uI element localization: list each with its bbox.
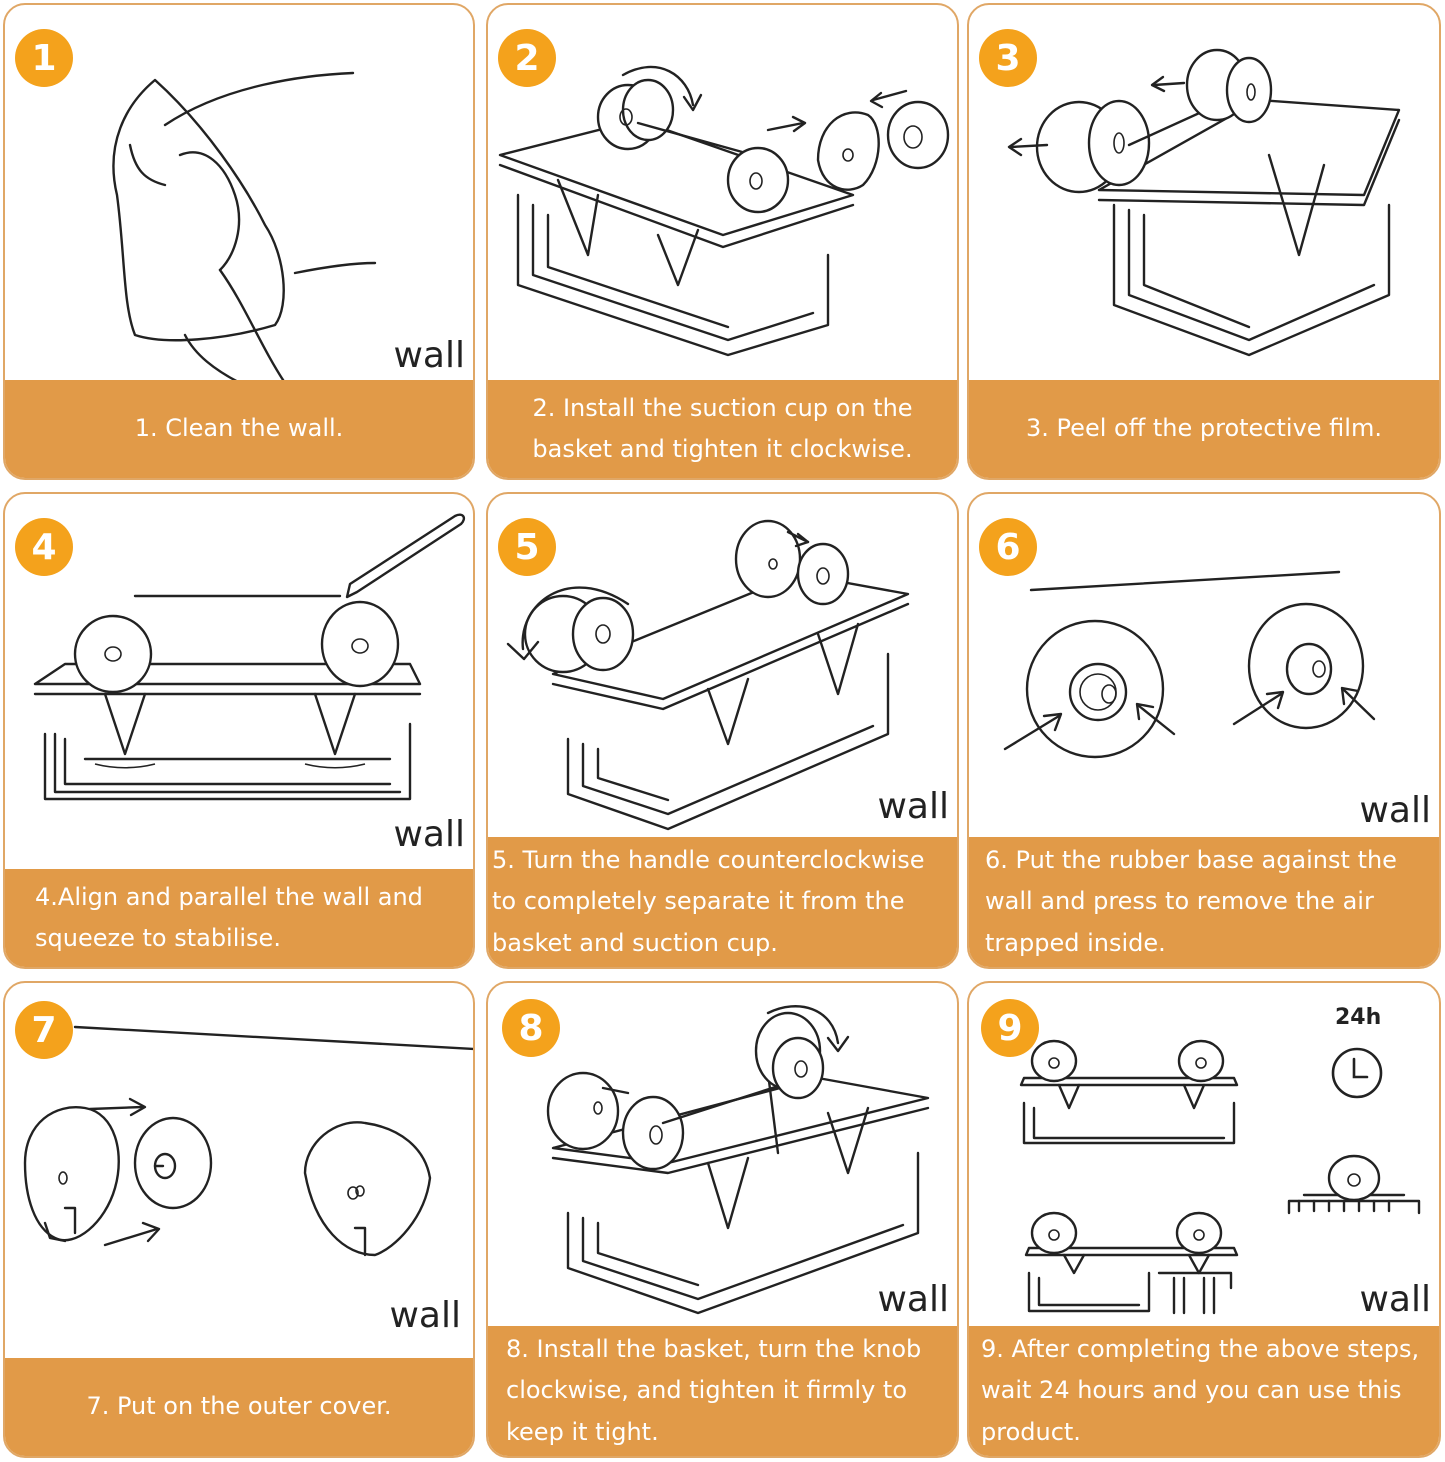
step-card-4: 4 wall 4.Align and parallel the wall and… (3, 492, 475, 969)
clean-wall-illustration (5, 5, 473, 385)
step-card-2: 2 2. Install the suction cup on the bask… (486, 3, 959, 480)
step-number-badge: 9 (981, 999, 1039, 1057)
step-caption: 3. Peel off the protective film. (969, 380, 1439, 478)
step-number-badge: 3 (979, 29, 1037, 87)
step-number-badge: 4 (15, 518, 73, 576)
step-card-9: 9 24h wall 9. After completing the above… (967, 981, 1441, 1458)
wall-label: wall (393, 335, 465, 376)
wall-label: wall (877, 786, 949, 827)
peel-film-illustration (969, 5, 1439, 385)
outer-cover-illustration (5, 983, 473, 1361)
step-caption: 9. After completing the above steps, wai… (969, 1326, 1439, 1456)
step-number-badge: 5 (498, 518, 556, 576)
clock-icon (1329, 1045, 1385, 1105)
step-card-5: 5 wall 5. Turn the handle counterclockwi… (486, 492, 959, 969)
wall-label: wall (393, 814, 465, 855)
align-parallel-illustration (5, 494, 473, 874)
step-caption: 6. Put the rubber base against the wall … (969, 837, 1439, 967)
step-caption: 2. Install the suction cup on the basket… (488, 380, 957, 478)
step-number-badge: 8 (502, 999, 560, 1057)
clock-label: 24h (1335, 1005, 1382, 1030)
wall-label: wall (1359, 1279, 1431, 1320)
step-number-badge: 1 (15, 29, 73, 87)
wall-label: wall (1359, 790, 1431, 831)
wait-and-use-illustration (969, 983, 1439, 1328)
step-number-badge: 6 (979, 518, 1037, 576)
step-caption: 8. Install the basket, turn the knob clo… (488, 1326, 957, 1456)
step-caption: 5. Turn the handle counterclockwise to c… (488, 837, 957, 967)
wall-label: wall (389, 1295, 461, 1336)
separate-handle-illustration (488, 494, 957, 839)
install-basket-illustration (488, 983, 957, 1323)
step-caption: 7. Put on the outer cover. (5, 1358, 473, 1456)
step-card-6: 6 wall 6. Put the rubber base against th… (967, 492, 1441, 969)
step-card-3: 3 3. Peel off the protective film. (967, 3, 1441, 480)
press-rubber-base-illustration (969, 494, 1439, 839)
step-caption: 4.Align and parallel the wall and squeez… (5, 869, 473, 967)
step-card-7: 7 wall 7. Put on the outer cover. (3, 981, 475, 1458)
step-card-1: 1 wall 1. Clean the wall. (3, 3, 475, 480)
step-caption: 1. Clean the wall. (5, 380, 473, 478)
step-number-badge: 7 (15, 1001, 73, 1059)
install-suction-cup-illustration (488, 5, 957, 385)
step-number-badge: 2 (498, 29, 556, 87)
wall-label: wall (877, 1279, 949, 1320)
step-card-8: 8 wall 8. Install the basket, turn the k… (486, 981, 959, 1458)
